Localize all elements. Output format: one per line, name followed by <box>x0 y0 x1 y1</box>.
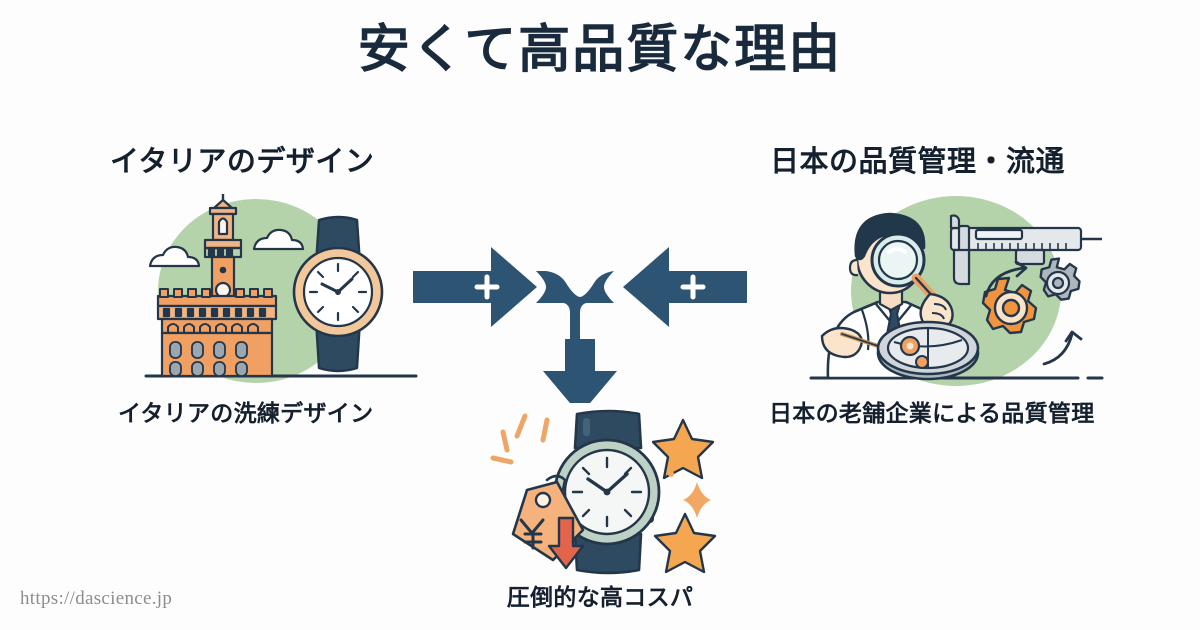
left-plus-arrow <box>413 247 537 327</box>
watch-movement-tray <box>876 320 980 381</box>
merge-y-shape <box>536 271 614 347</box>
caption-italy-refined-design: イタリアの洗練デザイン <box>118 400 374 426</box>
shine-rays <box>490 413 550 465</box>
italy-design-illustration <box>136 186 426 386</box>
wristwatch <box>553 409 661 575</box>
site-url-watermark: https://dascience.jp <box>20 588 173 609</box>
gear-orange <box>981 276 1038 335</box>
palazzo-vecchio-tower <box>203 194 243 303</box>
cost-performance-illustration <box>455 406 735 578</box>
star-upper <box>651 418 715 480</box>
right-plus-arrow <box>623 247 747 327</box>
vernier-caliper <box>949 214 1102 286</box>
palazzo-vecchio-building <box>156 288 278 378</box>
cloud-left <box>148 245 201 268</box>
gear-grey <box>1039 257 1081 301</box>
price-down-arrow <box>547 516 585 570</box>
star-lower <box>653 512 717 574</box>
wristwatch <box>292 215 384 373</box>
merge-funnel-diagram <box>405 243 755 403</box>
down-arrow <box>543 339 617 403</box>
heading-italy-design: イタリアのデザイン <box>110 146 375 178</box>
japan-quality-illustration <box>806 186 1106 386</box>
caption-high-cost-performance: 圧倒的な高コスパ <box>506 584 694 610</box>
sparkle <box>668 471 711 518</box>
heading-japan-quality: 日本の品質管理・流通 <box>770 146 1066 178</box>
cloud-right <box>252 228 305 251</box>
process-arrow-lower <box>1042 330 1083 366</box>
process-arrow-upper <box>984 260 1028 298</box>
page-title: 安くて高品質な理由 <box>357 21 843 79</box>
caption-japan-heritage-quality: 日本の老舗企業による品質管理 <box>769 400 1095 426</box>
